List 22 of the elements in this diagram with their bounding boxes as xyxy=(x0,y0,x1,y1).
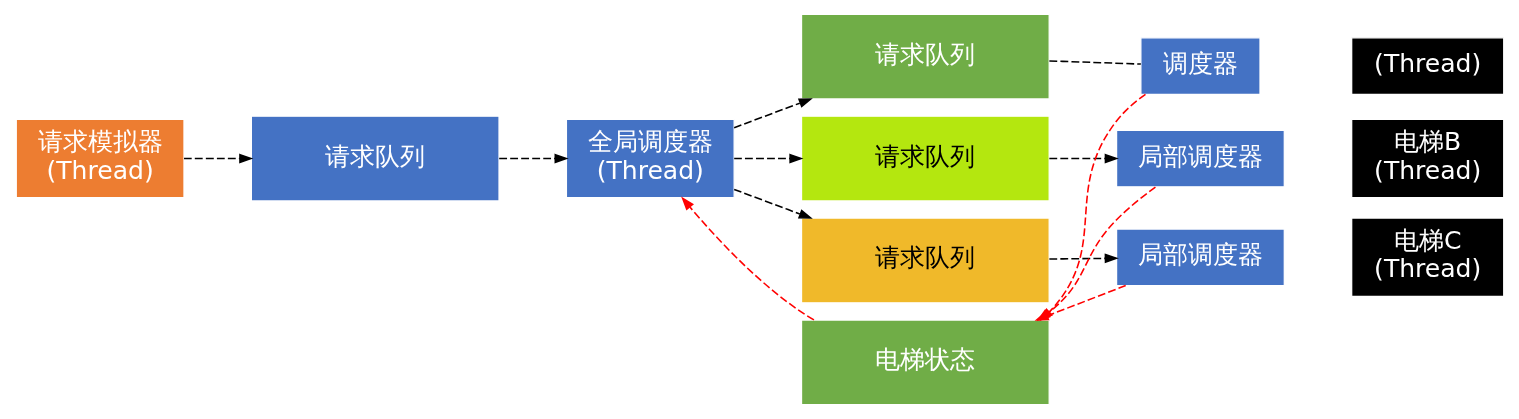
node-box: 调度器 xyxy=(1139,37,1261,95)
node-box: 电梯B (Thread) xyxy=(1350,118,1504,199)
arrow xyxy=(1048,153,1119,164)
node-box: 电梯C (Thread) xyxy=(1350,217,1504,298)
arrow xyxy=(182,153,253,164)
node-box: 电梯状态 xyxy=(800,319,1050,406)
arrow xyxy=(680,196,815,321)
arrow xyxy=(1048,253,1119,264)
arrow xyxy=(732,153,803,164)
node-box: 请求队列 xyxy=(800,13,1050,100)
node-box: (Thread) xyxy=(1350,37,1504,95)
node-box: 全局调度器 (Thread) xyxy=(565,118,735,199)
node-box: 请求队列 xyxy=(250,115,500,202)
arrow xyxy=(732,188,813,219)
arrow xyxy=(497,153,569,164)
arrow xyxy=(732,98,813,129)
node-box: 局部调度器 xyxy=(1115,228,1285,287)
connector xyxy=(1048,60,1142,65)
node-box: 请求模拟器 (Thread) xyxy=(15,118,185,199)
node-box: 请求队列 xyxy=(800,115,1050,202)
node-box: 请求队列 xyxy=(800,217,1050,304)
node-box: 局部调度器 xyxy=(1115,129,1285,188)
